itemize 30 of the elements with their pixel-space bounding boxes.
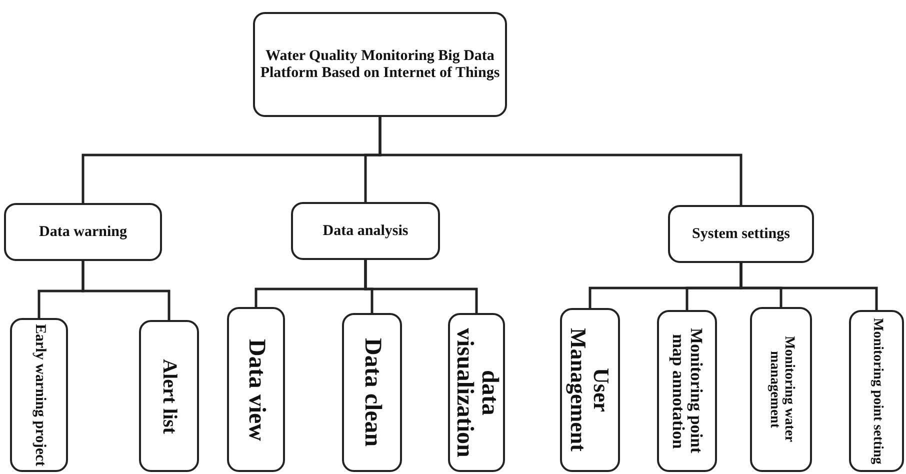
rounded-box: [560, 308, 620, 472]
node-label: Data view: [243, 338, 269, 440]
node-label: Monitoring point setting: [869, 318, 884, 464]
connector: [82, 261, 170, 320]
connector: [740, 263, 878, 310]
process-box: [4, 203, 162, 261]
connector: [378, 117, 742, 205]
node-label: Early warning project: [31, 324, 47, 466]
connector: [364, 260, 478, 313]
process-box: [253, 12, 507, 117]
node-label: User Management: [566, 327, 614, 454]
node-label: Monitoring point map annotation: [669, 327, 705, 456]
rounded-box: [227, 307, 285, 472]
node-label: Data analysis: [322, 222, 408, 240]
rounded-box: [657, 310, 717, 472]
rounded-box: [750, 307, 812, 472]
process-box: [291, 202, 440, 260]
node-label: Data warning: [39, 224, 127, 240]
rounded-box: [10, 318, 68, 472]
rounded-box: [139, 320, 199, 472]
rounded-box: [448, 313, 505, 472]
node-label: Water Quality Monitoring Big Data Platform Based on Internet of Things: [259, 48, 501, 82]
rounded-box: [849, 310, 904, 472]
node-label: Data clean: [359, 338, 385, 447]
node-label: Monitoring water management: [766, 335, 796, 445]
rounded-box: [342, 313, 402, 472]
process-box: [668, 205, 814, 263]
node-label: Alert list: [158, 358, 180, 434]
node-label: data visualization: [451, 326, 502, 460]
node-label: System settings: [692, 226, 790, 242]
